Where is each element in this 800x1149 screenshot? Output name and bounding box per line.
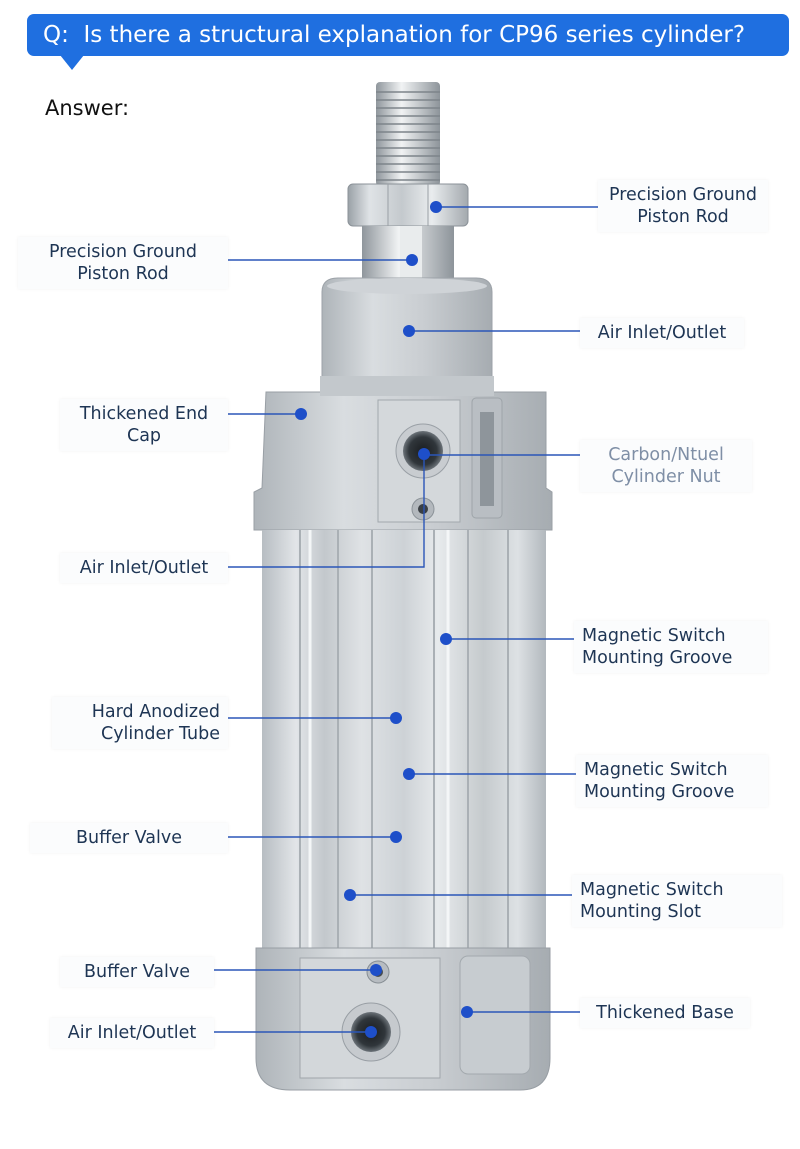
label-switch-groove-2: Magnetic Switch Mounting Groove (576, 755, 768, 807)
label-precision-rod-left: Precision Ground Piston Rod (18, 237, 228, 289)
dot-precision-rod-right (430, 201, 442, 213)
rod-nut (347, 183, 469, 227)
dot-buffer-valve-bottom (370, 964, 382, 976)
dot-hard-anodized-tube (390, 712, 402, 724)
dot-carbon-steel-nut (418, 448, 430, 460)
leader-air-inlet-mid (228, 455, 425, 568)
label-switch-slot: Magnetic Switch Mounting Slot (572, 875, 782, 927)
dot-air-inlet-top (403, 325, 415, 337)
cylinder-tube (262, 530, 546, 948)
dot-switch-groove-1 (440, 633, 452, 645)
dot-air-inlet-bottom (365, 1026, 377, 1038)
label-carbon-steel-nut: Carbon/Ntuel Cylinder Nut (580, 440, 752, 492)
question-prefix: Q: (43, 22, 69, 48)
dot-switch-groove-2 (403, 768, 415, 780)
threaded-rod (376, 82, 440, 186)
dot-thickened-end-cap (295, 408, 307, 420)
label-buffer-valve-bottom: Buffer Valve (60, 957, 214, 987)
question-banner-tail (60, 55, 84, 70)
dot-switch-slot (344, 889, 356, 901)
leader-lines (214, 206, 598, 1033)
label-hard-anodized-tube: Hard Anodized Cylinder Tube (52, 697, 228, 749)
label-air-inlet-mid: Air Inlet/Outlet (60, 553, 228, 583)
answer-label: Answer: (45, 96, 130, 120)
label-switch-groove-1: Magnetic Switch Mounting Groove (574, 621, 768, 673)
callout-dots (295, 201, 473, 1038)
dot-thickened-base (461, 1006, 473, 1018)
label-buffer-valve-mid: Buffer Valve (30, 823, 228, 853)
question-banner: Q: Is there a structural explanation for… (27, 14, 789, 56)
label-precision-rod-right: Precision Ground Piston Rod (598, 180, 768, 232)
label-thickened-end-cap: Thickened End Cap (60, 399, 228, 451)
bottom-base (255, 947, 551, 1091)
dot-precision-rod-left (406, 254, 418, 266)
top-end-cap (253, 376, 553, 531)
question-text: Is there a structural explanation for CP… (83, 22, 746, 48)
label-air-inlet-bottom: Air Inlet/Outlet (50, 1018, 214, 1048)
dot-buffer-valve-mid (390, 831, 402, 843)
label-thickened-base: Thickened Base (580, 998, 750, 1028)
label-air-inlet-top: Air Inlet/Outlet (580, 318, 744, 348)
